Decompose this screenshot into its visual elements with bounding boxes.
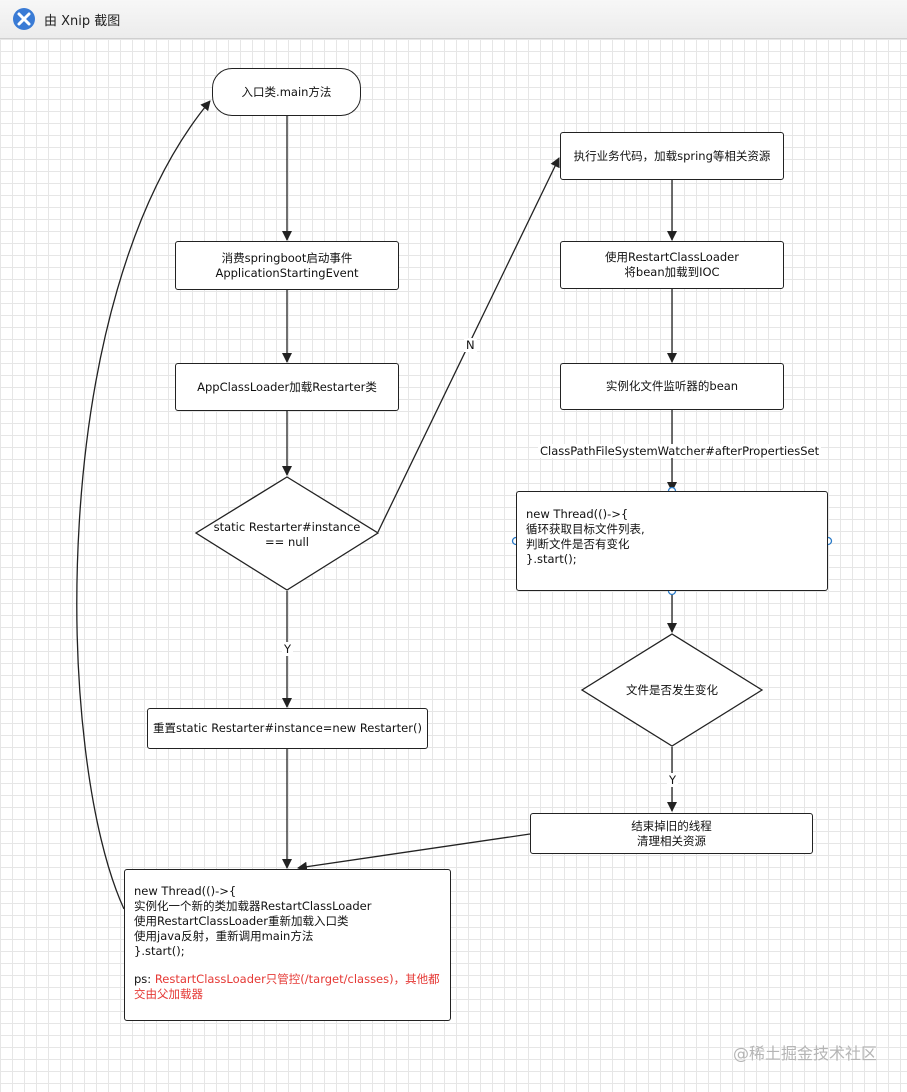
watcher-edge-label: ClassPathFileSystemWatcher#afterProperti…	[538, 444, 822, 458]
diagram-canvas: 入口类.main方法 消费springboot启动事件 ApplicationS…	[0, 39, 907, 1092]
edge-end-to-mainthread	[297, 833, 531, 872]
ps-highlight-2: 交由父加载器	[134, 987, 203, 1001]
edge-yes-label-1: Y	[282, 642, 294, 656]
node-load-bean-line-2: 将bean加载到IOC	[624, 265, 720, 279]
node-consume-event[interactable]: 消费springboot启动事件 ApplicationStartingEven…	[175, 241, 399, 290]
decision-instance-line-2: == null	[265, 535, 309, 549]
node-exec-business[interactable]: 执行业务代码，加载spring等相关资源	[560, 132, 784, 180]
connector-layer	[76, 100, 833, 910]
node-instantiate-watcher[interactable]: 实例化文件监听器的bean	[560, 363, 784, 410]
watch-thread-line-3: 判断文件是否有变化	[526, 537, 630, 551]
ps-highlight-1: RestartClassLoader只管控(/target/classes)，其…	[154, 972, 440, 986]
xnip-logo-icon	[13, 8, 35, 30]
node-reset-instance-label: 重置static Restarter#instance=new Restarte…	[153, 721, 422, 735]
node-load-bean-line-1: 使用RestartClassLoader	[605, 250, 739, 264]
decision-instance-shape	[194, 476, 380, 591]
node-end-thread-line-1: 结束掉旧的线程	[631, 818, 712, 833]
node-reset-instance[interactable]: 重置static Restarter#instance=new Restarte…	[147, 708, 428, 749]
thread-main-line-4: 使用java反射，重新调用main方法	[134, 929, 314, 943]
decision-changed-label[interactable]: 文件是否发生变化	[602, 683, 742, 698]
window-title: 由 Xnip 截图	[44, 14, 121, 29]
thread-main-ps: ps: RestartClassLoader只管控(/target/classe…	[134, 972, 440, 987]
watermark: @稀土掘金技术社区	[732, 1044, 877, 1063]
watch-thread-line-1: new Thread(()->{	[526, 507, 629, 521]
watch-thread-line-2: 循环获取目标文件列表,	[526, 522, 645, 536]
watch-thread-line-4: }.start();	[526, 552, 577, 566]
node-end-thread-line-2: 清理相关资源	[637, 833, 706, 848]
decision-instance-line-1: static Restarter#instance	[213, 520, 361, 534]
node-end-thread[interactable]: 结束掉旧的线程 清理相关资源	[530, 813, 813, 854]
decision-changed-shape	[580, 633, 764, 747]
thread-main-line-1: new Thread(()->{	[134, 884, 237, 898]
decision-changed-text: 文件是否发生变化	[626, 683, 718, 697]
node-watch-thread[interactable]: new Thread(()->{ 循环获取目标文件列表, 判断文件是否有变化 }…	[516, 491, 828, 591]
node-instantiate-watcher-label: 实例化文件监听器的bean	[605, 379, 739, 393]
thread-main-line-2: 实例化一个新的类加载器RestartClassLoader	[134, 899, 372, 913]
node-exec-business-label: 执行业务代码，加载spring等相关资源	[573, 148, 771, 163]
node-consume-line-1: 消费springboot启动事件	[221, 250, 353, 265]
node-consume-line-2: ApplicationStartingEvent	[215, 265, 359, 280]
window-titlebar: 由 Xnip 截图	[0, 0, 907, 39]
node-new-thread-main[interactable]: new Thread(()->{ 实例化一个新的类加载器RestartClass…	[124, 869, 451, 1021]
edge-yes-label-2: Y	[667, 773, 679, 787]
thread-main-line-5: }.start();	[134, 944, 185, 958]
node-load-restarter[interactable]: AppClassLoader加载Restarter类	[175, 363, 399, 411]
ps-prefix: ps:	[134, 972, 155, 986]
node-entry[interactable]: 入口类.main方法	[212, 68, 361, 116]
node-load-restarter-label: AppClassLoader加载Restarter类	[197, 379, 377, 394]
node-entry-label: 入口类.main方法	[241, 84, 332, 99]
thread-main-line-3: 使用RestartClassLoader重新加载入口类	[134, 914, 349, 928]
edge-no-label: N	[464, 338, 477, 352]
edge-loop-back-to-entry	[76, 100, 211, 910]
node-load-bean[interactable]: 使用RestartClassLoader 将bean加载到IOC	[560, 241, 784, 289]
decision-instance-label[interactable]: static Restarter#instance == null	[205, 520, 369, 550]
